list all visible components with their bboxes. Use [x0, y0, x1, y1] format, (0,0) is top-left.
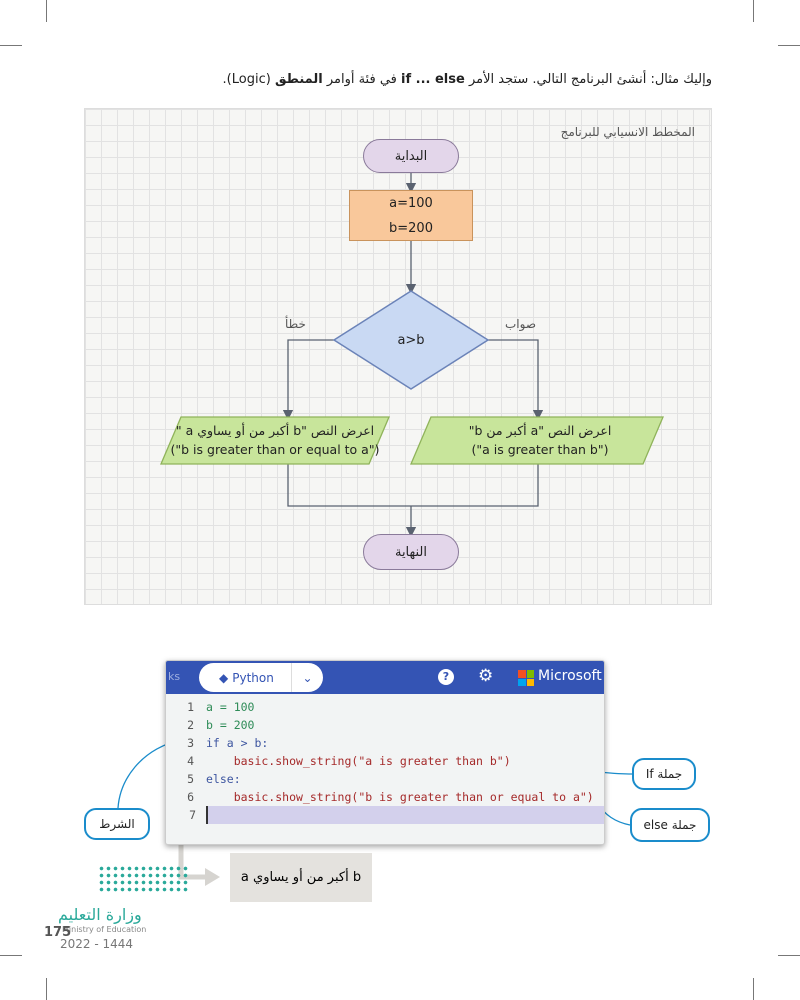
code-line: 4 basic.show_string("a is greater than b…: [166, 752, 604, 770]
crop-mark: [46, 978, 47, 1000]
code-line: 1 a = 100: [166, 698, 604, 716]
language-label: Python: [232, 670, 274, 685]
start-node: البداية: [363, 139, 459, 173]
output-false-ar: اعرض النص "b أكبر من أو يساوي a ": [175, 422, 375, 438]
code-text: if a > b:: [206, 736, 269, 750]
flowchart-title: المخطط الانسيابي للبرنامج: [560, 125, 695, 139]
code-line: 5 else:: [166, 770, 604, 788]
true-label: صواب: [505, 317, 537, 331]
ministry-logo-icon: [98, 865, 190, 893]
year-label: 2022 - 1444: [60, 937, 134, 951]
blocks-tab-partial[interactable]: ks: [168, 670, 181, 683]
assign-a: a=100: [389, 195, 433, 211]
intro-part: وإليك مثال: أنشئ البرنامج التالي. ستجد ا…: [464, 72, 712, 87]
output-false-en: ("b is greater than or equal to a"): [170, 441, 380, 457]
line-number: 6: [187, 790, 194, 804]
intro-part: (Logic).: [222, 72, 275, 87]
assign-b: b=200: [389, 220, 433, 236]
code-text: b = 200: [206, 718, 255, 732]
chevron-down-icon[interactable]: ⌄: [291, 663, 323, 692]
line-number: 5: [187, 772, 194, 786]
line-number: 2: [187, 718, 194, 732]
editor-toolbar: ks ◆ Python ⌄ ? ⚙ Microsoft: [166, 661, 604, 694]
decision-diamond: [332, 290, 490, 390]
translation-box: b أكبر من أو يساوي a: [230, 853, 372, 902]
crop-mark: [778, 45, 800, 46]
crop-mark: [753, 0, 754, 22]
flowchart: المخطط الانسيابي للبرنامج البداية a=100 …: [84, 108, 712, 605]
ministry-name-en: Ministry of Education: [62, 925, 147, 934]
callout-if: جملة If: [632, 758, 696, 790]
intro-logic: المنطق: [274, 72, 323, 87]
code-text: basic.show_string("a is greater than b"): [206, 754, 511, 768]
crop-mark: [753, 978, 754, 1000]
gear-icon[interactable]: ⚙: [478, 666, 494, 686]
code-line: 2 b = 200: [166, 716, 604, 734]
crop-mark: [0, 955, 22, 956]
output-true: اعرض النص "a أكبر من b" ("a is greater t…: [425, 417, 655, 464]
code-text: basic.show_string("b is greater than or …: [206, 790, 594, 804]
crop-mark: [778, 955, 800, 956]
output-false: اعرض النص "b أكبر من أو يساوي a " ("b is…: [165, 417, 385, 464]
intro-command: if ... else: [401, 72, 465, 87]
code-line: 3 if a > b:: [166, 734, 604, 752]
microsoft-logo-icon: [518, 670, 534, 686]
crop-mark: [46, 0, 47, 22]
code-text: a = 100: [206, 700, 255, 714]
code-text: else:: [206, 772, 241, 786]
flowchart-connectors: [160, 173, 664, 538]
ministry-name-ar: وزارة التعليم: [58, 905, 142, 924]
intro-text: وإليك مثال: أنشئ البرنامج التالي. ستجد ا…: [223, 72, 712, 87]
callout-condition: الشرط: [84, 808, 150, 840]
condition-label: a>b: [397, 332, 425, 348]
line-number: 3: [187, 736, 194, 750]
code-line: 6 basic.show_string("b is greater than o…: [166, 788, 604, 806]
page-number: 175: [44, 925, 72, 940]
output-true-en: ("a is greater than b"): [471, 441, 609, 457]
help-icon[interactable]: ?: [438, 669, 454, 685]
line-number: 4: [187, 754, 194, 768]
callout-else: جملة else: [630, 808, 710, 842]
output-true-shape: [410, 416, 664, 465]
output-true-ar: اعرض النص "a أكبر من b": [468, 422, 612, 438]
code-line: 7: [189, 806, 604, 824]
intro-part: في فئة أوامر: [322, 72, 402, 87]
line-number: 1: [187, 700, 194, 714]
python-icon: ◆: [219, 670, 229, 685]
line-number: 7: [189, 808, 196, 822]
brand-label: Microsoft: [538, 668, 602, 684]
crop-mark: [0, 45, 22, 46]
end-node: النهاية: [363, 534, 459, 570]
false-label: خطأ: [285, 317, 306, 331]
output-false-shape: [160, 416, 390, 465]
code-area[interactable]: 1 a = 100 2 b = 200 3 if a > b: 4 basic.show_s…: [166, 694, 604, 824]
language-toggle[interactable]: ◆ Python ⌄: [199, 663, 323, 692]
process-node: a=100 b=200: [349, 190, 473, 241]
code-editor: ks ◆ Python ⌄ ? ⚙ Microsoft 1 a = 100 2 b =…: [165, 660, 605, 845]
